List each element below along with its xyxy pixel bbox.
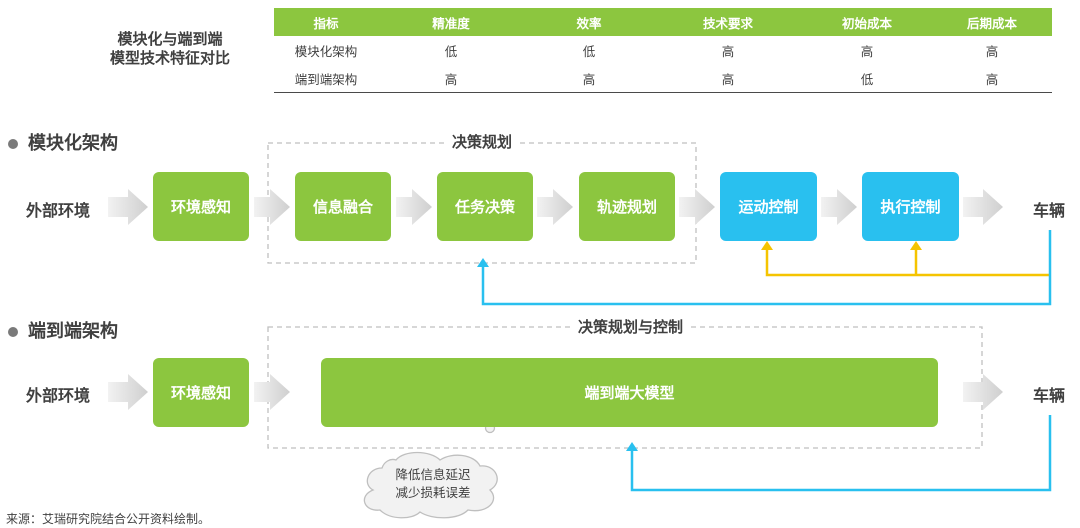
table-caption: 模块化与端到端 模型技术特征对比 xyxy=(80,30,260,68)
blue-arrowhead xyxy=(477,258,489,267)
table-caption-line2: 模型技术特征对比 xyxy=(109,49,230,67)
table-cell: 高 xyxy=(378,64,524,93)
table-cell: 端到端架构 xyxy=(274,64,378,93)
e2e-output-label: 车辆 xyxy=(1033,386,1066,405)
table-cell: 高 xyxy=(932,64,1052,93)
cloud-note: 降低信息延迟 减少损耗误差 xyxy=(372,466,494,502)
table-cell: 高 xyxy=(654,64,802,93)
table-row: 端到端架构 高 高 高 低 高 xyxy=(274,64,1052,93)
comparison-table: 指标 精准度 效率 技术要求 初始成本 后期成本 模块化架构 低 低 高 高 高… xyxy=(274,8,1052,93)
box-execution-control: 执行控制 xyxy=(862,172,959,241)
table-cell: 低 xyxy=(444,43,458,59)
yellow-feedback-line xyxy=(765,248,1050,277)
bullet-dot-icon xyxy=(8,327,18,337)
e2e-title-text: 端到端架构 xyxy=(28,321,118,342)
yellow-arrowhead xyxy=(910,241,922,250)
bullet-dot-icon xyxy=(8,139,18,149)
e2e-input-label: 外部环境 xyxy=(26,386,91,405)
table-header: 后期成本 xyxy=(932,8,1052,36)
table-cell: 低 xyxy=(802,64,932,93)
flow-arrow xyxy=(396,189,432,225)
flow-arrow xyxy=(108,189,148,225)
table-header: 效率 xyxy=(524,8,654,36)
modular-group-label: 决策规划 xyxy=(446,131,519,152)
table-cell: 低 xyxy=(582,43,596,59)
flow-arrow xyxy=(108,374,148,410)
flow-arrow xyxy=(254,189,290,225)
table-header: 技术要求 xyxy=(654,8,802,36)
table-cell: 高 xyxy=(524,64,654,93)
blue-feedback-line xyxy=(481,230,1052,306)
table-cell: 高 xyxy=(721,43,735,59)
box-trajectory-planning: 轨迹规划 xyxy=(579,172,675,241)
flow-arrow xyxy=(254,374,290,410)
table-header: 指标 xyxy=(274,8,378,36)
table-row: 模块化架构 低 低 高 高 高 xyxy=(274,36,1052,64)
table-cell: 模块化架构 xyxy=(294,43,358,59)
box-e2e-perception: 环境感知 xyxy=(153,358,249,427)
table-header-row: 指标 精准度 效率 技术要求 初始成本 后期成本 xyxy=(274,8,1052,36)
modular-input-label: 外部环境 xyxy=(26,201,91,220)
table-cell: 高 xyxy=(860,43,874,59)
box-info-fusion: 信息融合 xyxy=(295,172,391,241)
modular-output-label: 车辆 xyxy=(1033,201,1066,220)
cloud-note-line1: 降低信息延迟 xyxy=(395,467,471,482)
flow-arrow xyxy=(963,374,1003,410)
modular-section-title: 模块化架构 xyxy=(8,129,118,155)
yellow-arrowhead xyxy=(761,241,773,250)
table-cell: 高 xyxy=(985,43,999,59)
cloud-note-line2: 减少损耗误差 xyxy=(395,485,471,500)
source-note: 来源：艾瑞研究院结合公开资料绘制。 xyxy=(6,512,211,526)
flow-arrow xyxy=(963,189,1003,225)
box-perception: 环境感知 xyxy=(153,172,249,241)
flow-arrow xyxy=(821,189,857,225)
blue-arrowhead xyxy=(626,442,638,451)
e2e-section-title: 端到端架构 xyxy=(8,317,118,343)
flow-arrow xyxy=(679,189,715,225)
modular-title-text: 模块化架构 xyxy=(28,133,118,154)
box-motion-control: 运动控制 xyxy=(720,172,817,241)
thought-cloud xyxy=(363,411,504,519)
flow-arrow xyxy=(537,189,573,225)
table-header: 精准度 xyxy=(378,8,524,36)
table-caption-line1: 模块化与端到端 xyxy=(117,30,223,48)
box-e2e-model: 端到端大模型 xyxy=(321,358,938,427)
blue-feedback-line xyxy=(630,415,1052,492)
e2e-group-label: 决策规划与控制 xyxy=(572,316,690,337)
table-header: 初始成本 xyxy=(802,8,932,36)
box-task-decision: 任务决策 xyxy=(437,172,533,241)
